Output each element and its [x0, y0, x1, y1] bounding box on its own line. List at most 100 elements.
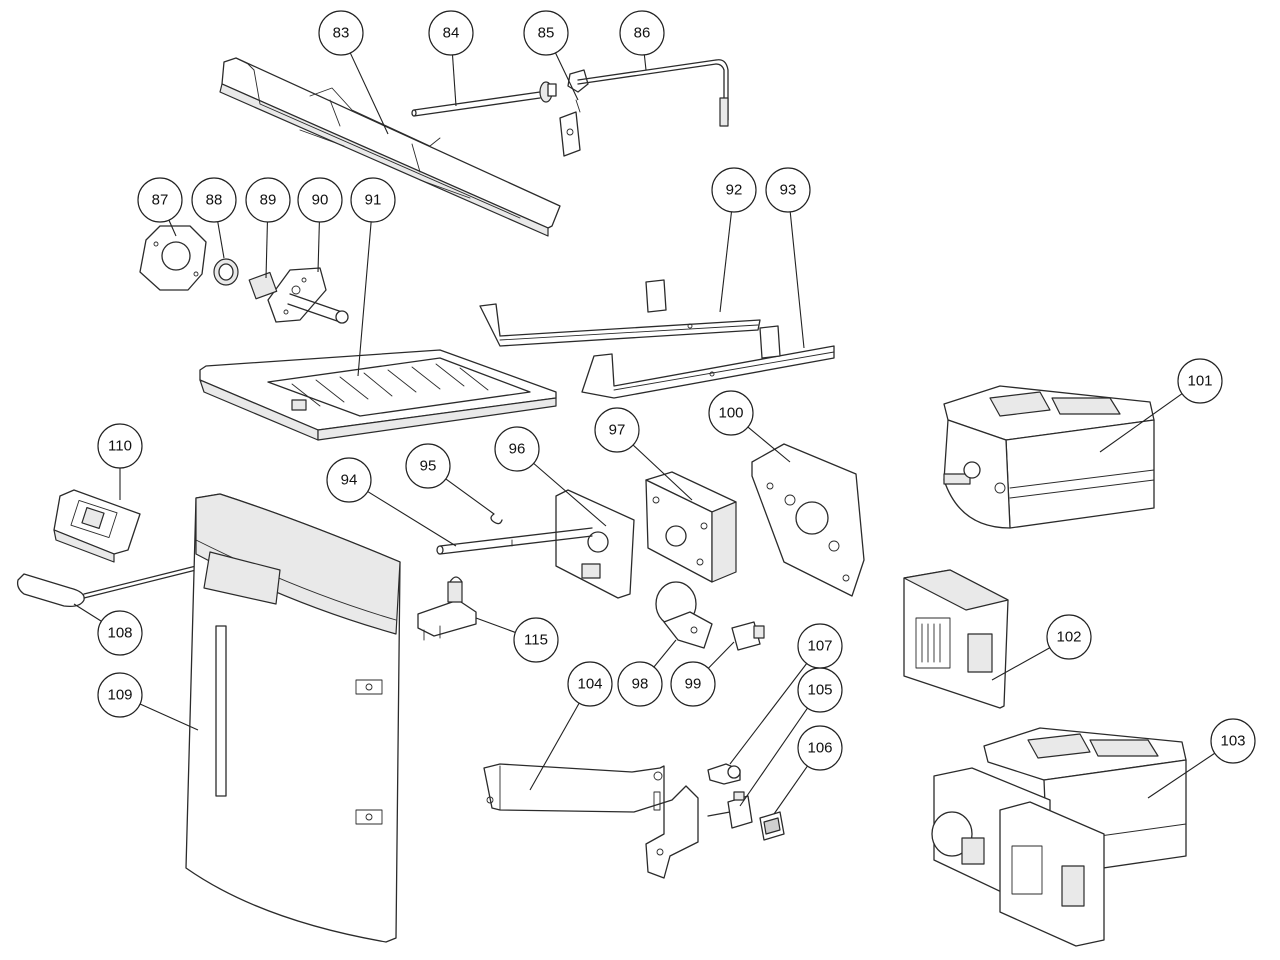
- callout-104: 104: [529, 661, 613, 791]
- callout-label-100: 100: [718, 405, 743, 422]
- callout-label-110: 110: [108, 438, 132, 455]
- callout-circle-86: [619, 10, 665, 56]
- callout-circle-102: [1046, 614, 1092, 660]
- callout-circle-90: [297, 177, 343, 223]
- callout-leader-106: [773, 765, 808, 815]
- part-99-switch: [731, 621, 765, 651]
- callout-leader-102: [991, 647, 1051, 681]
- callout-circle-96: [494, 426, 540, 472]
- part-93-rail: [581, 325, 835, 399]
- callout-circle-107: [797, 623, 843, 669]
- part-107-fitting: [707, 763, 741, 785]
- callout-label-105: 105: [807, 682, 832, 699]
- callout-label-107: 107: [807, 638, 832, 655]
- part-86-wire-rod: [577, 59, 729, 127]
- callout-leader-94: [367, 491, 457, 547]
- callout-circle-88: [191, 177, 237, 223]
- callout-88: 88: [191, 177, 237, 259]
- callout-leader-105: [739, 707, 808, 807]
- callout-label-88: 88: [206, 192, 223, 209]
- callout-label-98: 98: [632, 676, 649, 693]
- callout-100: 100: [708, 390, 791, 463]
- callout-101: 101: [1099, 358, 1223, 453]
- callout-leader-86: [643, 54, 647, 71]
- callout-circle-84: [428, 10, 474, 56]
- part-101-motor-unit: [943, 385, 1155, 529]
- callout-circle-91: [350, 177, 396, 223]
- callout-87: 87: [137, 177, 183, 237]
- callout-91: 91: [350, 177, 396, 377]
- callout-leader-101: [1099, 393, 1183, 453]
- callout-leader-88: [217, 221, 225, 259]
- callout-leader-85: [554, 52, 579, 101]
- callout-label-86: 86: [634, 25, 651, 42]
- callout-circle-106: [797, 725, 843, 771]
- callout-label-93: 93: [780, 182, 797, 199]
- callout-leader-104: [529, 702, 580, 791]
- callout-label-83: 83: [333, 25, 350, 42]
- part-83-chute: [219, 57, 561, 237]
- callout-circle-104: [567, 661, 613, 707]
- callout-83: 83: [318, 10, 389, 135]
- callout-circle-101: [1177, 358, 1223, 404]
- callout-circle-89: [245, 177, 291, 223]
- callout-105: 105: [739, 667, 843, 807]
- callout-89: 89: [245, 177, 291, 279]
- callout-115: 115: [475, 617, 559, 663]
- callout-107: 107: [729, 623, 843, 765]
- part-84-rod: [411, 81, 557, 117]
- callout-leader-92: [719, 211, 733, 313]
- callout-circle-108: [97, 610, 143, 656]
- callout-circle-110: [97, 423, 143, 469]
- callout-circle-95: [405, 443, 451, 489]
- callout-leader-107: [729, 663, 808, 765]
- callout-circle-100: [708, 390, 754, 436]
- callout-103: 103: [1147, 718, 1256, 799]
- callout-90: 90: [297, 177, 343, 273]
- callout-97: 97: [594, 407, 693, 501]
- callout-106: 106: [773, 725, 843, 815]
- callout-leader-115: [475, 617, 516, 633]
- callout-circle-87: [137, 177, 183, 223]
- callout-leader-96: [533, 462, 607, 527]
- callout-109: 109: [97, 672, 199, 731]
- part-108-handle: [16, 565, 197, 608]
- part-105-sensor: [707, 791, 753, 829]
- callout-label-87: 87: [152, 192, 169, 209]
- part-88-ring: [213, 258, 239, 286]
- callout-99: 99: [670, 641, 735, 707]
- callout-leader-109: [139, 703, 199, 731]
- callout-leader-95: [445, 478, 495, 515]
- part-85-bracket: [559, 69, 589, 157]
- callout-98: 98: [617, 639, 677, 707]
- callout-circle-83: [318, 10, 364, 56]
- callout-label-96: 96: [509, 441, 526, 458]
- callout-leader-100: [747, 426, 791, 463]
- callout-label-95: 95: [420, 458, 437, 475]
- part-89-90-shaft-assembly: [248, 267, 349, 324]
- callout-circle-109: [97, 672, 143, 718]
- part-91-tray: [199, 349, 557, 441]
- part-92-rail: [479, 279, 761, 347]
- callout-leader-89: [265, 221, 268, 279]
- callout-leader-97: [632, 444, 693, 501]
- part-98-knob: [655, 581, 713, 649]
- callout-leader-103: [1147, 752, 1216, 799]
- callout-leader-99: [707, 641, 735, 669]
- part-103-assembly: [931, 727, 1187, 947]
- part-96-plate: [555, 489, 635, 599]
- callout-label-115: 115: [524, 632, 548, 649]
- part-109-front-cover: [185, 493, 401, 943]
- part-115-microswitch: [417, 576, 477, 641]
- callout-94: 94: [326, 457, 457, 547]
- callout-label-85: 85: [538, 25, 555, 42]
- part-95-clip: [490, 513, 503, 525]
- callout-label-99: 99: [685, 676, 702, 693]
- callout-label-92: 92: [726, 182, 743, 199]
- callout-circle-93: [765, 167, 811, 213]
- callout-label-94: 94: [341, 472, 358, 489]
- callout-leader-98: [653, 639, 677, 668]
- callout-label-101: 101: [1187, 373, 1212, 390]
